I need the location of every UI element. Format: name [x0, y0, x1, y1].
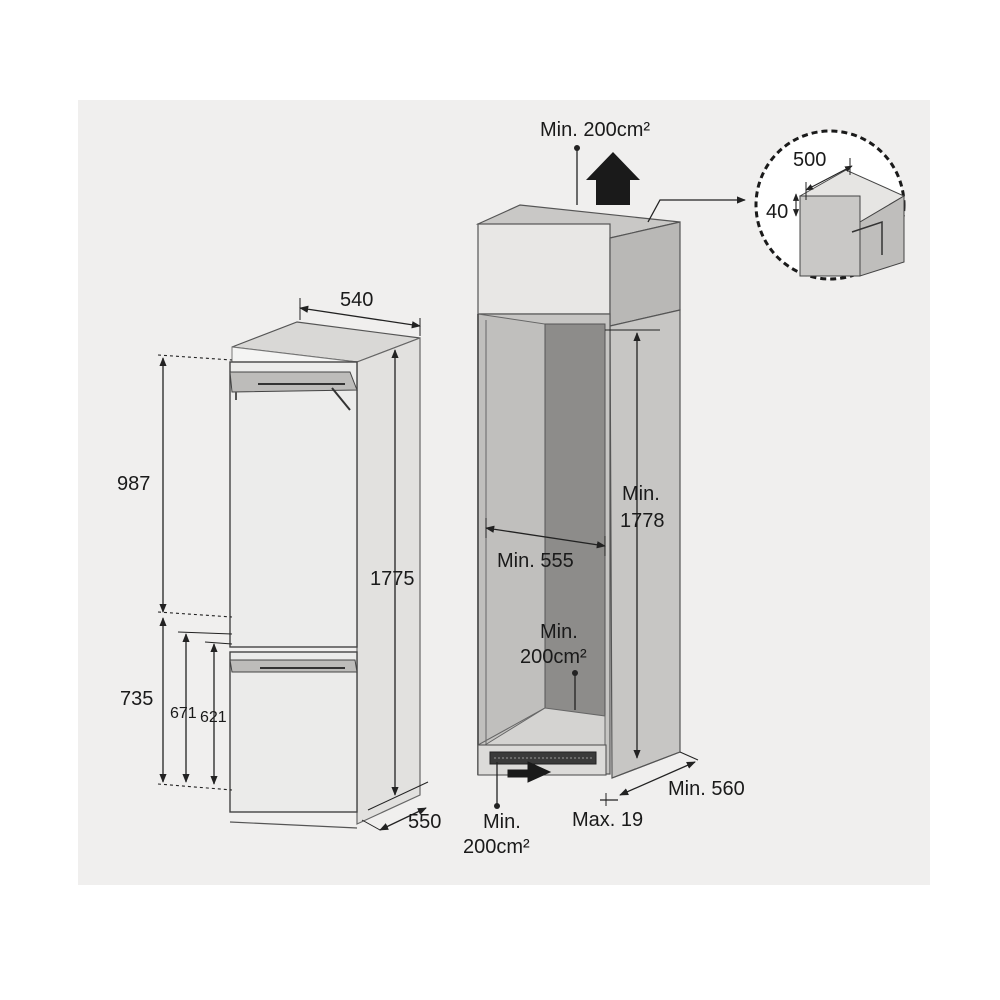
- fridge-upper-door: [229, 361, 358, 648]
- drawer-outer-label: 671: [170, 705, 197, 722]
- top-vent-label: Min. 200cm²: [540, 119, 650, 141]
- fridge-height-label: 1775: [370, 568, 415, 590]
- fridge-depth-label: 550: [408, 811, 441, 833]
- detail-height-label: 40: [766, 201, 788, 223]
- bottom-vent-label-line1: Min.: [483, 811, 521, 833]
- bottom-vent-label-line2: 200cm²: [463, 836, 530, 858]
- top-vent-arrow: [586, 152, 640, 205]
- niche-depth-label: Min. 560: [668, 778, 745, 800]
- drawer-inner-label: 621: [200, 709, 227, 726]
- fridge: [229, 321, 421, 829]
- fridge-width-label: 540: [340, 289, 373, 311]
- fridge-lower-drawer: [229, 651, 358, 813]
- upper-door-height-label: 987: [117, 473, 150, 495]
- bottom-vent-arrow: [507, 761, 552, 783]
- niche-dimensions: [485, 145, 746, 809]
- niche-width-label: Min. 555: [497, 550, 574, 572]
- niche-height-label-line1: Min.: [622, 483, 660, 505]
- detail-width-label: 500: [793, 149, 826, 171]
- airflow-arrows: [507, 152, 640, 783]
- fridge-dimensions: [157, 298, 429, 831]
- niche-height-label-line2: 1778: [620, 510, 665, 532]
- rear-vent-label-line2: 200cm²: [520, 646, 587, 668]
- rear-vent-label-line1: Min.: [540, 621, 578, 643]
- lower-door-height-label: 735: [120, 688, 153, 710]
- max-gap-label: Max. 19: [572, 809, 643, 831]
- detail-callout: [754, 129, 906, 281]
